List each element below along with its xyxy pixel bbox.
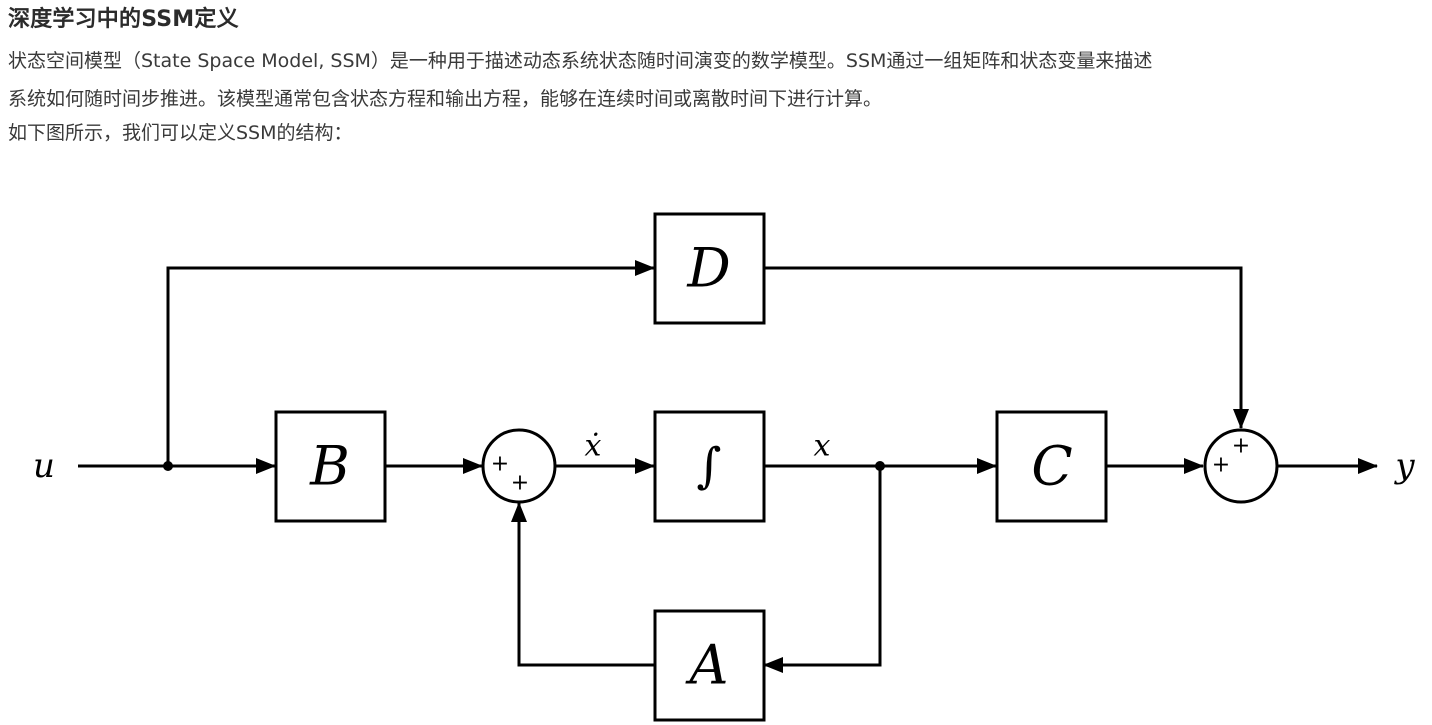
block-a xyxy=(653,609,766,722)
sum-1-sign-bottom: + xyxy=(511,471,529,496)
summing-junction-1 xyxy=(481,428,557,504)
wire-a-feedback xyxy=(511,502,654,667)
state-derivative-label: ẋ xyxy=(585,429,602,464)
article: 深度学习中的SSM定义 状态空间模型（State Space Model, SS… xyxy=(8,0,1428,152)
input-signal-label: u xyxy=(33,446,55,486)
paragraph-1: 状态空间模型（State Space Model, SSM）是一种用于描述动态系… xyxy=(8,42,1428,118)
block-b xyxy=(274,410,387,523)
page-title: 深度学习中的SSM定义 xyxy=(8,7,239,32)
state-label: x xyxy=(814,429,831,464)
block-integrator xyxy=(653,410,766,523)
output-signal-label: y xyxy=(1393,446,1415,486)
paragraph-1-line-2: 系统如何随时间步推进。该模型通常包含状态方程和输出方程，能够在连续时间或离散时间… xyxy=(8,88,883,110)
paragraph-2: 如下图所示，我们可以定义SSM的结构： xyxy=(8,122,353,144)
summing-junction-2 xyxy=(1203,428,1279,504)
sum-2-sign-top: + xyxy=(1232,434,1250,459)
block-c xyxy=(995,410,1108,523)
wire-to-d xyxy=(166,260,655,466)
branch-dot-input xyxy=(163,461,173,471)
block-d xyxy=(653,212,766,325)
branch-dot-state xyxy=(875,461,885,471)
sum-2-sign-left: + xyxy=(1212,453,1230,478)
paragraph-1-line-1: 状态空间模型（State Space Model, SSM）是一种用于描述动态系… xyxy=(8,50,1153,72)
wire-to-a xyxy=(763,466,882,673)
sum-1-sign-left: + xyxy=(491,452,509,477)
wire-d-to-sum xyxy=(764,266,1249,429)
